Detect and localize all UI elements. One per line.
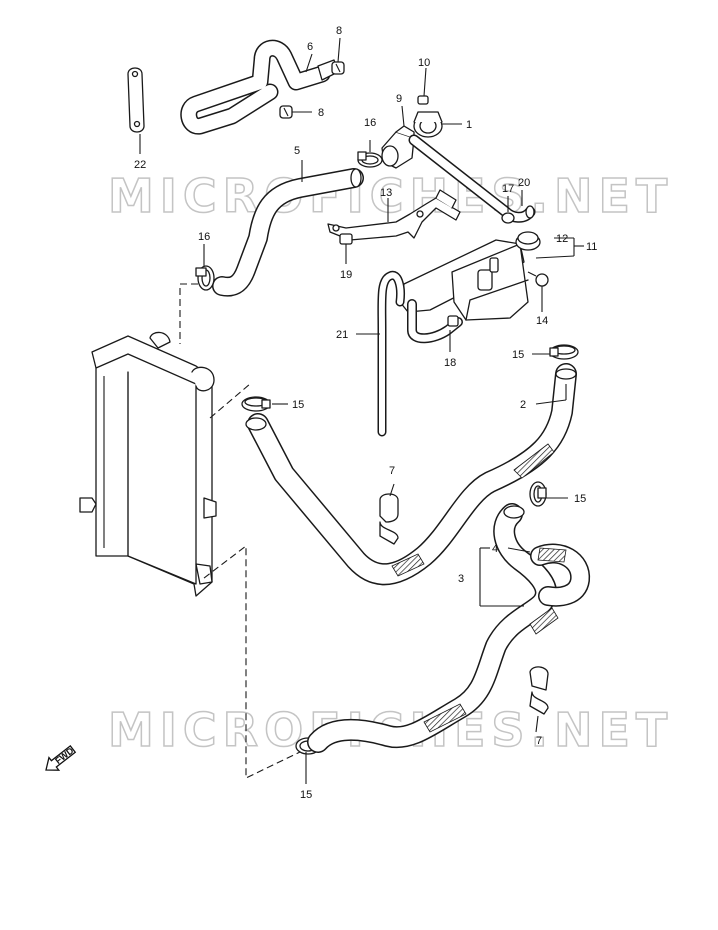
- clamp-15-b: [241, 396, 271, 412]
- overflow-hose-21: [377, 270, 405, 437]
- callout-12: 12: [556, 233, 568, 245]
- callout-9: 9: [396, 93, 402, 105]
- callout-17: 17: [502, 183, 514, 195]
- hose-2: [245, 363, 577, 586]
- callout-7-lower: 7: [536, 735, 542, 747]
- clamp-15-c: [529, 481, 547, 507]
- bolt-10: [417, 95, 429, 105]
- callout-15-d: 15: [300, 789, 312, 801]
- callout-2: 2: [520, 399, 526, 411]
- hose-3: [307, 503, 559, 753]
- reference-line-radiator-hose3: [203, 544, 301, 779]
- callout-4: 4: [492, 543, 498, 555]
- callout-16-lower: 16: [198, 231, 210, 243]
- callout-1: 1: [466, 119, 472, 131]
- clamp-17: [501, 212, 515, 224]
- radiator: [79, 331, 217, 597]
- bracket-13: [327, 189, 461, 241]
- callout-8-upper: 8: [336, 25, 342, 37]
- callout-10: 10: [418, 57, 430, 69]
- holder-7-lower: [529, 666, 549, 715]
- reference-line-radiator-hose5: [179, 283, 198, 344]
- callout-16-upper: 16: [364, 117, 376, 129]
- leader-lines: [139, 37, 584, 784]
- callout-3: 3: [458, 573, 464, 585]
- clamp-8-lower: [279, 105, 293, 119]
- callout-15-b: 15: [292, 399, 304, 411]
- bolt-14: [527, 271, 549, 287]
- callout-14: 14: [536, 315, 548, 327]
- callout-11: 11: [586, 241, 597, 253]
- callout-6: 6: [307, 41, 313, 53]
- callout-18: 18: [444, 357, 456, 369]
- callout-15-a: 15: [512, 349, 524, 361]
- clamp-15-a: [549, 344, 579, 360]
- hose-4: [530, 543, 591, 607]
- bolt-19: [339, 233, 353, 252]
- reservoir-tank-11: [399, 239, 529, 321]
- clamp-16-lower: [195, 265, 215, 291]
- clamp-8-upper: [331, 61, 345, 75]
- holder-7-upper: [379, 493, 399, 545]
- hose-20: [408, 134, 536, 223]
- thermostat-housing-9: [381, 125, 415, 169]
- callout-22: 22: [134, 159, 146, 171]
- tank-cap-12: [515, 231, 541, 251]
- callout-5: 5: [294, 145, 300, 157]
- reference-line-radiator-hose2: [209, 383, 251, 419]
- cap-1: [413, 111, 443, 138]
- callout-7-upper: 7: [389, 465, 395, 477]
- bracket-22: [127, 67, 145, 133]
- hose-6: [180, 39, 339, 135]
- callout-15-c: 15: [574, 493, 586, 505]
- callout-13: 13: [380, 187, 392, 199]
- clamp-16-upper: [357, 151, 383, 168]
- hose-5: [212, 168, 364, 297]
- callout-19: 19: [340, 269, 352, 281]
- hose-18: [407, 299, 463, 344]
- callout-8-lower: 8: [318, 107, 324, 119]
- callout-20: 20: [518, 177, 530, 189]
- fwd-arrow-icon: FWD: [45, 745, 77, 771]
- callout-21: 21: [336, 329, 348, 341]
